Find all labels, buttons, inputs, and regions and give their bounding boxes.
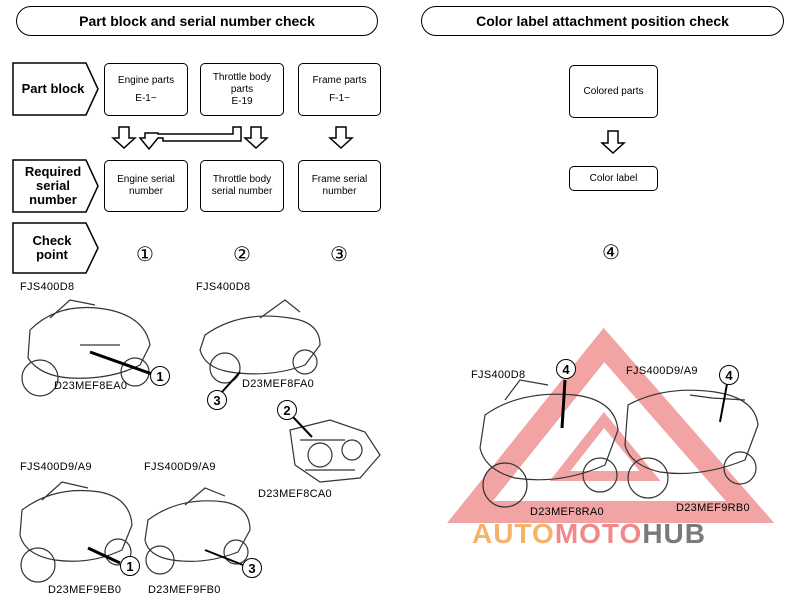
check-point-2: ②: [233, 244, 251, 266]
fig6-model: FJS400D8: [471, 369, 526, 381]
scooter-fig7: [624, 389, 759, 499]
part-block-throttle-name: Throttle body parts: [212, 71, 272, 95]
right-section-title: Color label attachment position check: [421, 6, 784, 36]
row-label-required-serial: Required serial number: [24, 164, 82, 207]
flow-arrows: [111, 126, 626, 155]
watermark-text: AUTOMOTOHUB: [472, 518, 706, 549]
serial-box-engine: Engine serial number: [104, 160, 188, 212]
scooter-fig6: [479, 379, 619, 508]
fig5-code: D23MEF9FB0: [148, 584, 221, 596]
fig6-marker: 4: [556, 359, 576, 379]
fig2-code: D23MEF8FA0: [242, 378, 315, 390]
part-block-throttle-body: Throttle body parts E-19: [200, 63, 284, 116]
row-label-arrow-part-block: [12, 62, 99, 116]
check-point-4: ④: [602, 242, 620, 264]
row-label-arrow-required-serial: [12, 159, 99, 213]
fig3-code: D23MEF8CA0: [258, 488, 332, 500]
fig4-marker: 1: [120, 556, 140, 576]
check-point-3: ③: [330, 244, 348, 266]
serial-box-frame: Frame serial number: [298, 160, 381, 212]
row-label-arrow-check-point: [12, 222, 99, 274]
fig7-model: FJS400D9/A9: [626, 365, 698, 377]
engine-fig3: [289, 419, 381, 483]
row-label-part-block: Part block: [21, 81, 85, 96]
scooter-fig1: [21, 299, 151, 397]
left-section-title: Part block and serial number check: [16, 6, 378, 36]
part-block-frame-name: Frame parts: [312, 74, 367, 86]
color-label-box: Color label: [569, 166, 658, 191]
watermark-logo-triangle: [447, 327, 775, 523]
fig1-code: D23MEF8EA0: [54, 380, 128, 392]
part-block-engine-code: E-1~: [135, 92, 157, 104]
fig7-code: D23MEF9RB0: [676, 502, 750, 514]
row-label-check-point: Check point: [32, 233, 72, 262]
fig2-model: FJS400D8: [196, 281, 251, 293]
part-block-engine-name: Engine parts: [117, 74, 175, 86]
serial-box-throttle-body: Throttle body serial number: [200, 160, 284, 212]
fig4-code: D23MEF9EB0: [48, 584, 122, 596]
part-block-engine: Engine parts E-1~: [104, 63, 188, 116]
fig3-marker: 2: [277, 400, 297, 420]
colored-parts-box: Colored parts: [569, 65, 658, 118]
fig5-marker: 3: [242, 558, 262, 578]
fig1-model: FJS400D8: [20, 281, 75, 293]
fig4-model: FJS400D9/A9: [20, 461, 92, 473]
fig6-code: D23MEF8RA0: [530, 506, 604, 518]
scooter-fig4: [19, 481, 133, 583]
check-point-1: ①: [136, 244, 154, 266]
part-block-frame-code: F-1~: [329, 92, 350, 104]
scooter-fig2: [199, 299, 321, 384]
fig2-marker: 3: [207, 390, 227, 410]
fig5-model: FJS400D9/A9: [144, 461, 216, 473]
fig1-marker: 1: [150, 366, 170, 386]
part-block-frame: Frame parts F-1~: [298, 63, 381, 116]
scooter-fig5: [144, 487, 251, 575]
fig7-marker: 4: [719, 365, 739, 385]
part-block-throttle-code: E-19: [231, 95, 253, 107]
